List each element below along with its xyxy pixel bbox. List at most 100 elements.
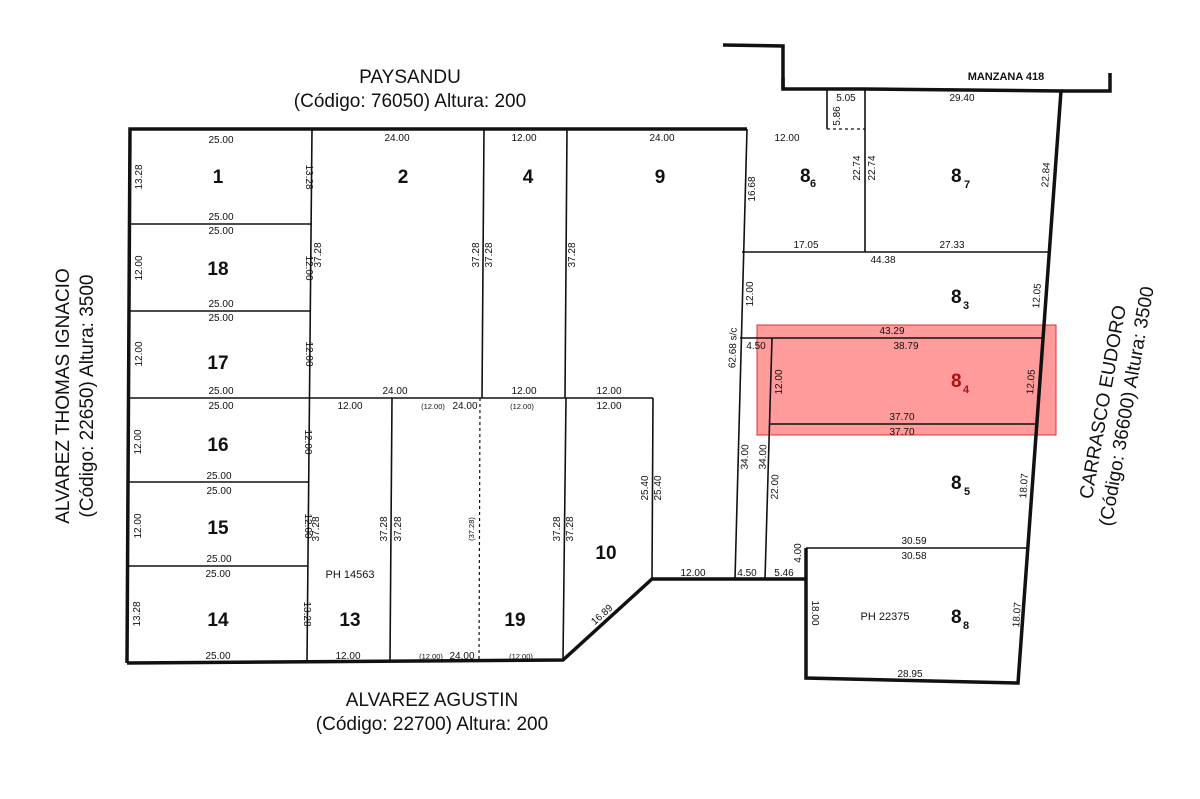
dimension-label: 25.00 — [205, 569, 230, 580]
dimension-label: 22.84 — [1040, 162, 1053, 188]
dimension-label: 29.40 — [949, 93, 974, 104]
dimension-label: 25.00 — [206, 486, 231, 497]
dimension-label: 12.00 — [302, 513, 313, 538]
dimension-label: 17.05 — [793, 240, 818, 251]
dimension-label: 25.00 — [206, 554, 231, 565]
block-boundary — [125, 43, 1112, 685]
dimension-label: 12.00 — [134, 341, 145, 366]
lot-label-8-3: 8 — [951, 287, 962, 308]
lot-sub-8-8: 8 — [963, 620, 969, 632]
lot-label-14: 14 — [207, 610, 229, 631]
street-south: ALVAREZ AGUSTIN (Código: 22700) Altura: … — [316, 690, 548, 735]
dimension-label: 24.00 — [452, 401, 477, 412]
lot-sub-8-5: 5 — [964, 486, 970, 498]
dimension-label: 12.00 — [596, 386, 621, 397]
dimension-label: 24.00 — [382, 386, 407, 397]
dimension-label: 44.38 — [870, 255, 895, 266]
dimension-label: 24.00 — [649, 133, 674, 144]
dimension-label: 12.00 — [680, 568, 705, 579]
street-north-name: PAYSANDU — [359, 67, 461, 88]
lot-label-8-7: 8 — [951, 166, 962, 187]
dimension-label: 25.40 — [640, 475, 651, 500]
lot-lines — [128, 89, 1049, 663]
dimension-label: 12.00 — [303, 341, 314, 366]
dimension-label: 37.28 — [552, 516, 563, 541]
dimension-label: 25.00 — [208, 401, 233, 412]
dimension-label: 37.28 — [484, 242, 495, 267]
dimension-label: 18.07 — [1011, 602, 1024, 628]
highlight-lot-8-4 — [756, 324, 1057, 436]
lot-sub-8-3: 3 — [963, 300, 969, 312]
lot-label-4: 4 — [523, 167, 534, 188]
lot-label-19: 19 — [504, 610, 525, 631]
ph-label-lot-13: PH 14563 — [326, 569, 375, 581]
dimension-label: 37.28 — [379, 516, 390, 541]
dimension-label: 25.00 — [206, 471, 231, 482]
dimension-label: 24.00 — [449, 651, 474, 662]
dimension-label: 37.28 — [393, 516, 404, 541]
dimension-label: 34.00 — [758, 444, 770, 470]
dimension-label: 25.00 — [208, 386, 233, 397]
lot-label-18: 18 — [207, 259, 228, 280]
dimension-label: 13.28 — [303, 164, 314, 189]
lot-sub-8-4: 4 — [963, 384, 970, 396]
dimension-label: 5.05 — [836, 93, 856, 104]
dimension-label: 24.00 — [384, 133, 409, 144]
dimension-label: 22.74 — [852, 155, 863, 180]
dimension-label: 62.68 s/c — [727, 327, 739, 368]
dimension-label: 37.28 — [567, 242, 578, 267]
dimension-label: 37.28 — [313, 242, 324, 267]
dimension-label: 22.00 — [770, 474, 782, 500]
street-south-detail: (Código: 22700) Altura: 200 — [316, 714, 548, 735]
dimension-label: 22.74 — [867, 155, 878, 180]
lot-label-15: 15 — [207, 518, 229, 539]
dimension-label: 34.00 — [740, 444, 752, 470]
lot-sub-8-7: 7 — [964, 179, 970, 191]
lot-label-13: 13 — [339, 610, 360, 631]
lot-labels: 1 18 17 16 15 14 2 4 9 13 19 10 8 6 8 7 … — [207, 166, 970, 632]
dimension-label: 25.00 — [205, 651, 230, 662]
lot-label-8-8: 8 — [951, 607, 962, 628]
dimension-label: 12.00 — [774, 369, 785, 394]
dimension-label: 38.79 — [893, 341, 918, 352]
dimension-label: 5.46 — [774, 568, 794, 579]
dimension-label: 25.00 — [208, 299, 233, 310]
dimension-label: 28.95 — [897, 669, 922, 680]
dimension-label: 4.50 — [746, 341, 766, 352]
dimension-label: (37.28) — [467, 517, 476, 541]
dimension-label: (12.00) — [509, 652, 533, 661]
dimension-label: 13.28 — [301, 601, 312, 626]
dimension-label: 12.00 — [302, 429, 313, 454]
dimension-labels-rotated: 13.28 13.28 12.00 12.00 12.00 12.00 12.0… — [132, 106, 1053, 628]
dimension-label: 37.70 — [889, 427, 914, 438]
lot-sub-8-6: 6 — [810, 178, 816, 190]
street-west-detail: (Código: 22650) Altura: 3500 — [77, 275, 98, 518]
dimension-label: (12.00) — [510, 402, 534, 411]
dimension-label: 13.28 — [134, 164, 145, 189]
dimension-label: 37.28 — [311, 516, 322, 541]
lot-label-8-5: 8 — [951, 473, 962, 494]
dimension-label: 12.00 — [133, 429, 144, 454]
dimension-label: 12.00 — [337, 401, 362, 412]
lot-label-1: 1 — [213, 167, 224, 188]
lot-label-2: 2 — [398, 167, 409, 188]
street-north-detail: (Código: 76050) Altura: 200 — [294, 91, 526, 112]
dimension-label: 25.00 — [208, 135, 233, 146]
dimension-label: 37.28 — [565, 516, 576, 541]
lot-label-9: 9 — [655, 167, 666, 188]
dimension-label: 25.40 — [653, 475, 664, 500]
dimension-label: 4.00 — [793, 543, 804, 563]
dimension-label: 12.05 — [1031, 283, 1044, 309]
street-west-name: ALVAREZ THOMAS IGNACIO — [53, 268, 74, 524]
street-south-name: ALVAREZ AGUSTIN — [346, 690, 518, 711]
dimension-label: 12.00 — [134, 255, 145, 280]
dimension-label: 12.00 — [774, 133, 799, 144]
dimension-label: 12.00 — [596, 401, 621, 412]
dimension-label: 13.28 — [132, 601, 143, 626]
dimension-label: (12.00) — [421, 402, 445, 411]
lot-label-10: 10 — [595, 543, 616, 564]
street-west: ALVAREZ THOMAS IGNACIO (Código: 22650) A… — [53, 268, 98, 524]
dimension-label: 12.05 — [1025, 369, 1038, 395]
dimension-label: 25.00 — [208, 313, 233, 324]
